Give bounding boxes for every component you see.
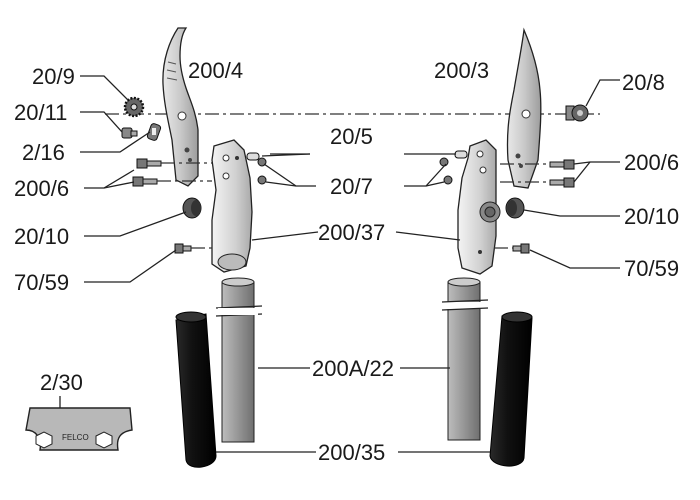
wrench-brand-text: FELCO: [62, 433, 89, 442]
black-grip-right: [489, 311, 533, 467]
aluminium-tube-right: [441, 277, 489, 441]
wrench-2-30: FELCO: [25, 407, 133, 451]
label-20-11: 20/11: [14, 100, 67, 125]
part-200-6-bolts-left: [132, 158, 212, 187]
leader-lines: [59, 75, 620, 453]
left-blade-200-4: [162, 27, 199, 187]
label-2-16: 2/16: [22, 140, 65, 165]
label-70-59-left: 70/59: [14, 270, 69, 295]
right-blade-200-3: [506, 27, 542, 189]
label-200-6-left: 200/6: [14, 176, 69, 201]
right-handle-head: [457, 139, 501, 275]
part-20-8-nut: [565, 104, 589, 122]
label-20-5: 20/5: [330, 124, 373, 149]
label-20-10-left: 20/10: [14, 224, 69, 249]
part-2-16-lock: [146, 123, 162, 141]
part-labels: 20/9 200/4 200/3 20/8 20/11 2/16 20/5 20…: [14, 58, 679, 465]
label-2-30: 2/30: [40, 370, 83, 395]
part-20-10-bumpers: [182, 197, 525, 219]
part-20-5-pins: [246, 150, 468, 161]
label-20-9: 20/9: [32, 64, 75, 89]
left-handle-head: [211, 139, 253, 273]
label-70-59-right: 70/59: [624, 256, 679, 281]
aluminium-tube-left: [215, 277, 263, 443]
part-20-11-screw: [121, 127, 138, 139]
part-200-6-bolts-right: [500, 159, 575, 188]
label-20-7: 20/7: [330, 174, 373, 199]
part-20-9-adjuster-nut: [123, 96, 145, 118]
black-grip-left: [175, 311, 217, 468]
label-200-3: 200/3: [434, 58, 489, 83]
label-200-6-right: 200/6: [624, 150, 679, 175]
label-20-10-right: 20/10: [624, 204, 679, 229]
label-200-35: 200/35: [318, 440, 385, 465]
label-20-8: 20/8: [622, 70, 665, 95]
label-200-37: 200/37: [318, 220, 385, 245]
label-200-4: 200/4: [188, 58, 243, 83]
part-70-59-screws: [174, 243, 530, 254]
label-200A-22: 200A/22: [312, 356, 394, 381]
